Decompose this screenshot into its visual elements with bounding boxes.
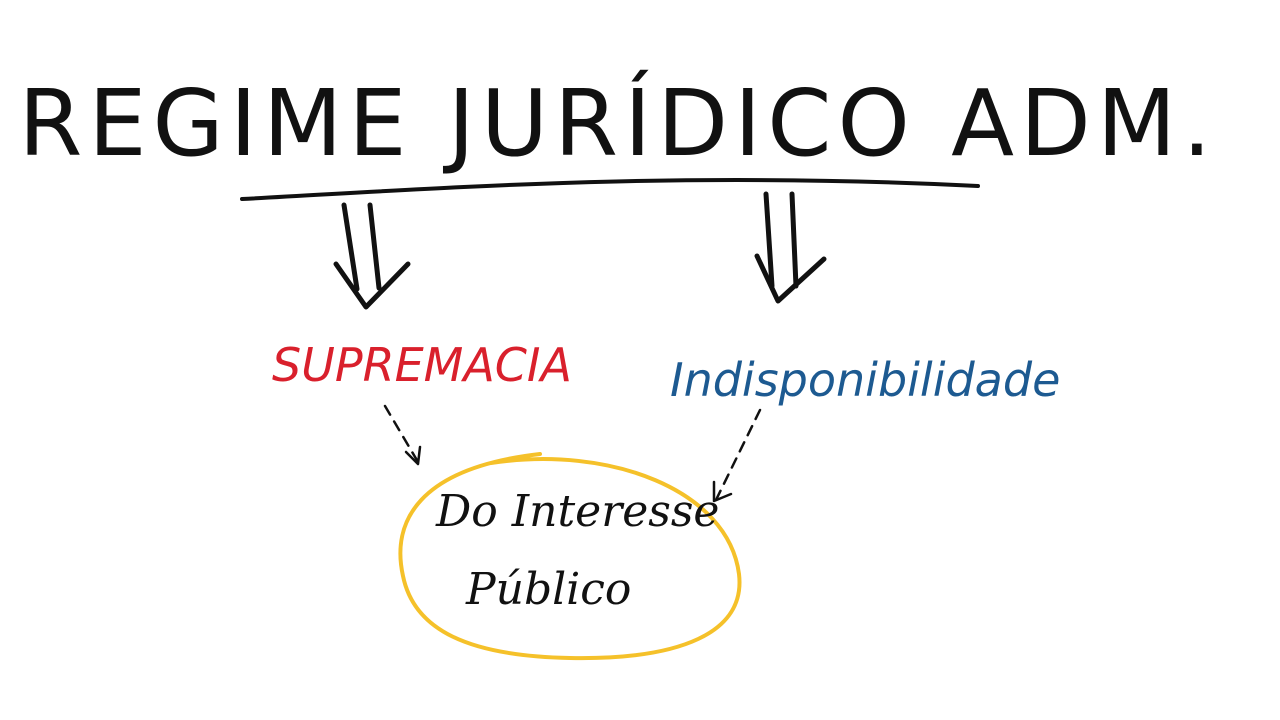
title-underline: [240, 178, 980, 201]
left-implies-arrow: [333, 202, 411, 310]
right-arrow-shaft-1: [763, 191, 775, 289]
left-branch-label: SUPREMACIA: [272, 338, 572, 392]
left-arrow-shaft-1: [341, 202, 360, 292]
right-dashed-line: [714, 408, 762, 502]
left-arrow-head: [333, 261, 411, 310]
right-arrow-head: [754, 253, 827, 304]
right-dashed-arrowhead: [712, 480, 733, 503]
right-branch-label: Indisponibilidade: [670, 353, 1060, 407]
diagram-title: REGIME JURÍDICO ADM.: [18, 69, 1217, 177]
right-dashed-connector: [712, 408, 762, 503]
highlight-circle: [398, 452, 742, 661]
center-text-line-1: Do Interesse: [435, 486, 719, 537]
left-dashed-arrowhead: [404, 445, 422, 466]
right-implies-arrow: [754, 191, 827, 304]
right-arrow-shaft-2: [789, 191, 799, 289]
left-dashed-connector: [383, 404, 422, 466]
center-text-line-2: Público: [465, 564, 631, 615]
left-arrow-shaft-2: [367, 202, 382, 291]
left-dashed-line: [383, 404, 420, 464]
